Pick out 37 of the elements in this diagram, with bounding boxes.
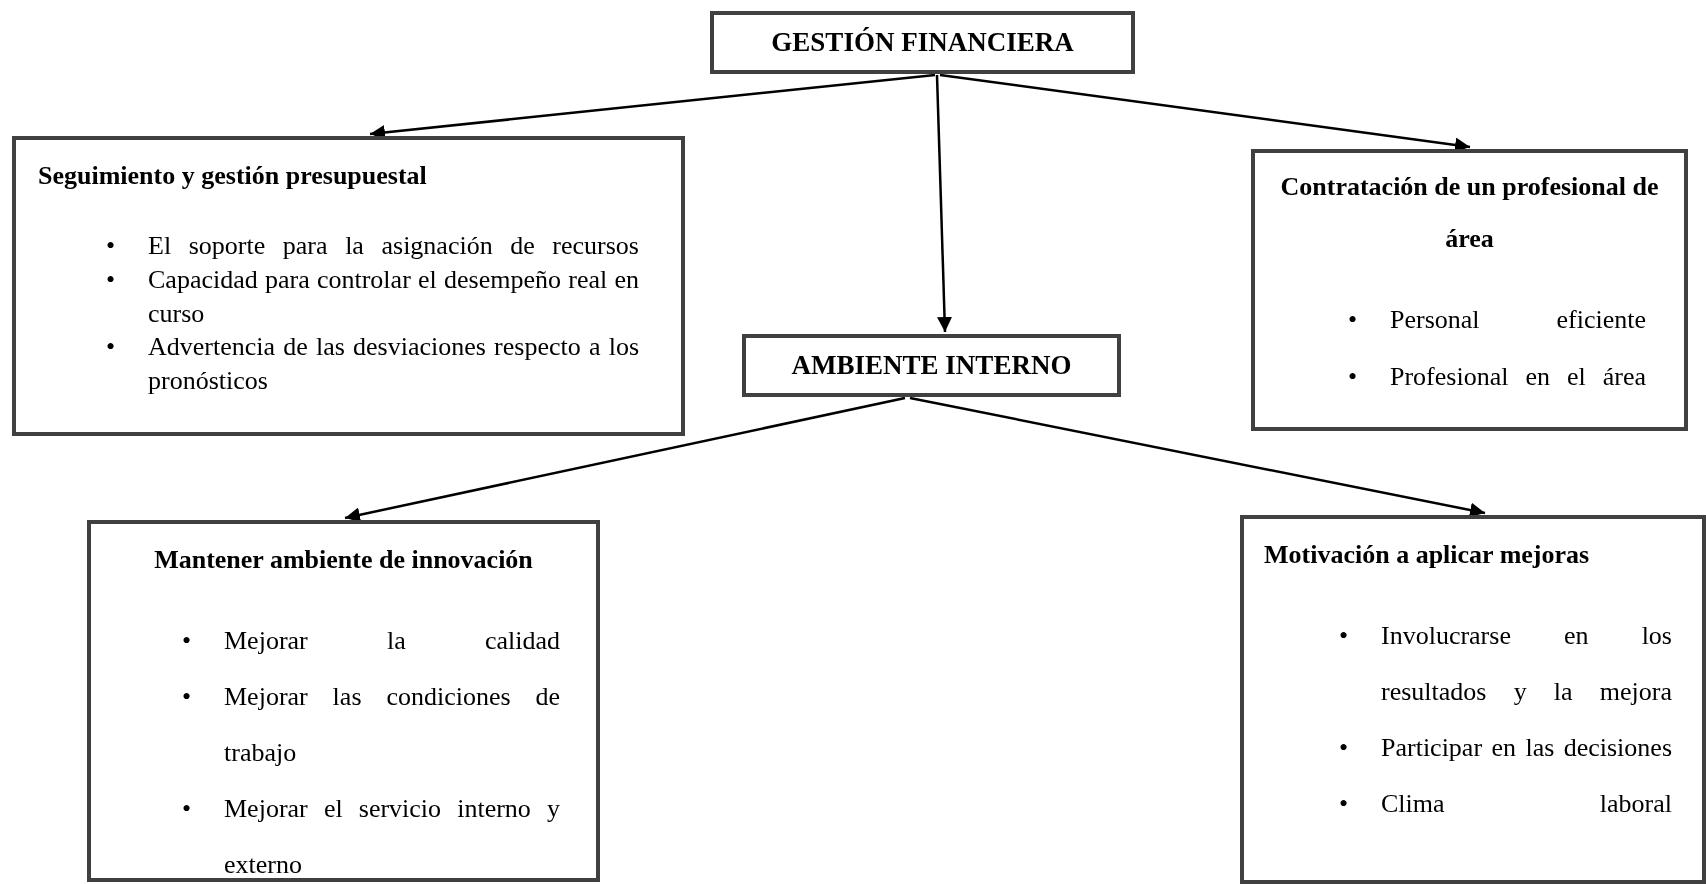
box-heading: Contratación de un profesional de área (1279, 171, 1660, 255)
bullet-item: El soporte para la asignación de recursos (148, 230, 639, 262)
box-heading: AMBIENTE INTERNO (791, 349, 1072, 383)
title-box (742, 334, 1121, 397)
bullet-item: Capacidad para controlar el desempeño real en curso (148, 263, 639, 330)
bullet-marker: • (1348, 304, 1358, 336)
title-box (710, 11, 1135, 74)
content-box (12, 136, 685, 436)
box-heading: Mantener ambiente de innovación (153, 544, 534, 576)
bullet-item: Clima laboral (1381, 787, 1672, 820)
content-box (87, 520, 600, 882)
bullet-marker: • (1339, 787, 1349, 820)
bullet-marker: • (182, 792, 192, 825)
bullet-item: Involucrarse en los resultados y la mejora (1381, 620, 1672, 708)
bullet-marker: • (182, 625, 192, 657)
content-box (1251, 149, 1688, 431)
bullet-marker: • (106, 230, 116, 262)
bullet-marker: • (1348, 361, 1358, 394)
arrow (344, 396, 906, 523)
bullet-item: Advertencia de las desviaciones respecto a los pronósticos (148, 331, 639, 398)
bullet-item: Profesional en el área (1390, 361, 1646, 394)
bullet-item: Personal eficiente (1390, 304, 1646, 336)
bullet-marker: • (182, 680, 192, 713)
box-heading: Motivación a aplicar mejoras (1264, 539, 1591, 571)
bullet-item: Mejorar la calidad (224, 625, 560, 657)
bullet-item: Mejorar el servicio interno y externo (224, 792, 560, 881)
box-heading: Seguimiento y gestión presupuestal (38, 160, 428, 192)
arrow (935, 74, 953, 333)
bullet-marker: • (1339, 731, 1349, 764)
box-heading: GESTIÓN FINANCIERA (771, 26, 1074, 60)
bullet-item: Participar en las decisiones (1381, 731, 1672, 764)
bullet-marker: • (106, 331, 116, 364)
bullet-marker: • (1339, 620, 1349, 652)
bullet-marker: • (106, 263, 116, 296)
bullet-item: Mejorar las condiciones de trabajo (224, 680, 560, 769)
arrow (909, 396, 1486, 518)
content-box (1240, 515, 1706, 884)
